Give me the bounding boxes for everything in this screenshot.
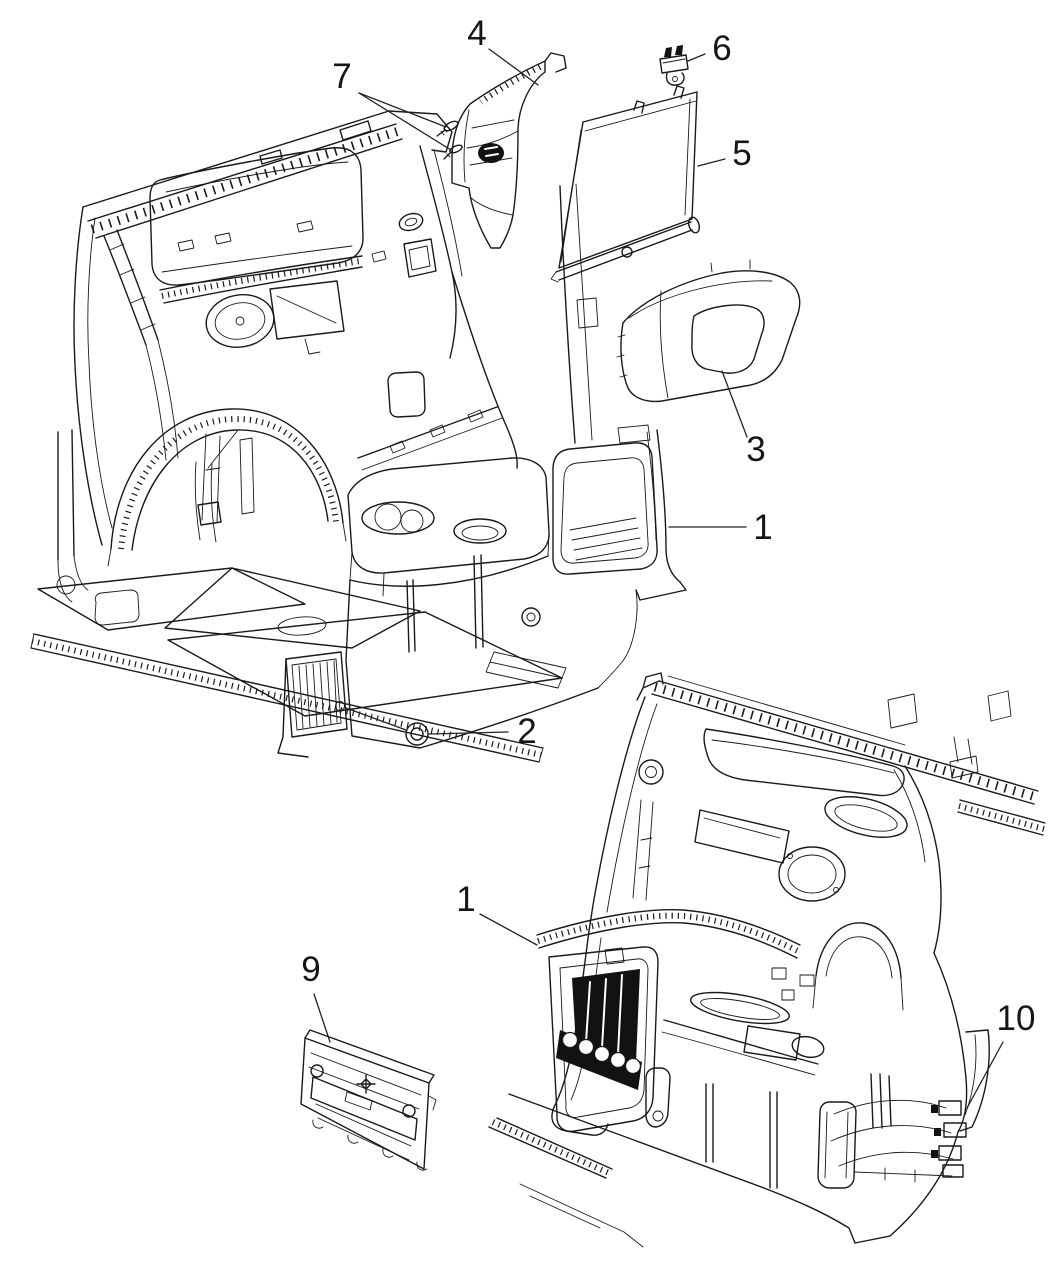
roof-rail bbox=[82, 110, 453, 239]
clip-tabs bbox=[177, 220, 387, 263]
callout-5-label: 5 bbox=[732, 134, 751, 173]
pillar-trim-pocket bbox=[478, 143, 504, 163]
upper-shelf bbox=[357, 371, 503, 471]
pillar-bin bbox=[403, 238, 437, 278]
grab-oval-b bbox=[824, 796, 908, 838]
callout-10-label: 10 bbox=[997, 999, 1036, 1038]
callout-labels: 4 7 6 5 3 1 2 1 9 10 bbox=[301, 14, 1035, 1038]
roof-rail-b bbox=[636, 672, 1039, 805]
body-structure bbox=[194, 429, 255, 543]
right-quarter-trim-assembly-drawing bbox=[488, 672, 1046, 1248]
vent-grille bbox=[277, 651, 348, 758]
left-pillar-trim bbox=[103, 229, 179, 461]
leader-1-lower bbox=[479, 913, 538, 946]
panel-b-bottom-edge bbox=[508, 1093, 856, 1244]
leader-3 bbox=[721, 370, 748, 438]
leader-7a bbox=[358, 92, 447, 128]
inner-bracket bbox=[269, 280, 345, 355]
leader-9 bbox=[313, 993, 331, 1043]
rear-deck-rails bbox=[771, 690, 1046, 1001]
callout-6-label: 6 bbox=[712, 29, 731, 68]
floor-panels bbox=[30, 429, 567, 763]
quarter-window-frame bbox=[552, 424, 687, 601]
d-pillar-structure bbox=[559, 183, 599, 444]
wheel-arch bbox=[107, 408, 347, 567]
mounting-screws-part bbox=[436, 120, 463, 160]
speaker-ring-b bbox=[778, 846, 846, 902]
sunshade-roller bbox=[555, 221, 693, 281]
wiring-harness bbox=[817, 1099, 967, 1189]
callout-3-label: 3 bbox=[746, 430, 765, 469]
cup-holder-tray-b bbox=[661, 991, 825, 1076]
callout-4-label: 4 bbox=[467, 14, 486, 53]
inner-bracket-b bbox=[694, 809, 790, 864]
leader-2 bbox=[428, 731, 509, 735]
lower-console-box bbox=[345, 579, 638, 749]
window-sunshade-part bbox=[550, 85, 701, 283]
emblem bbox=[356, 1074, 376, 1094]
right-pillar-b bbox=[904, 765, 942, 954]
leader-6 bbox=[687, 53, 706, 62]
callout-1-lower-label: 1 bbox=[456, 880, 475, 919]
sill-rail-b bbox=[536, 909, 801, 965]
trim-window-opening-b bbox=[548, 946, 671, 1133]
wheel-arch-b bbox=[812, 922, 904, 1011]
callout-7-label: 7 bbox=[332, 57, 351, 96]
grommet-plug-part bbox=[405, 722, 429, 746]
mid-rail bbox=[159, 255, 363, 304]
panel-b-left-slope bbox=[588, 696, 646, 932]
leader-2b bbox=[345, 707, 407, 731]
leader-4 bbox=[488, 48, 539, 86]
c-pillar-trim-part bbox=[451, 52, 567, 249]
armrest-bolster-part bbox=[616, 259, 801, 403]
leader-5 bbox=[697, 158, 726, 167]
retainer-clip-part bbox=[659, 45, 689, 86]
callout-2-label: 2 bbox=[517, 712, 536, 751]
grab-handle-opening bbox=[398, 212, 424, 232]
tailgate-sill bbox=[488, 1117, 644, 1248]
handle-opening-b bbox=[638, 759, 664, 785]
scuff-plate-part bbox=[300, 1029, 437, 1171]
callout-9-label: 9 bbox=[301, 950, 320, 989]
panel-left-edge bbox=[73, 206, 103, 546]
body-window-opening bbox=[149, 147, 364, 286]
leader-10 bbox=[966, 1041, 1004, 1109]
leader-lines bbox=[313, 48, 1004, 1109]
left-quarter-trim-assembly-drawing bbox=[30, 110, 687, 763]
leader-7b bbox=[358, 92, 452, 151]
callout-1-upper-label: 1 bbox=[753, 508, 772, 547]
speaker-opening bbox=[205, 294, 275, 348]
body-window-opening-b bbox=[703, 728, 905, 797]
panel-face-slots bbox=[406, 554, 541, 653]
cup-holder-console bbox=[347, 457, 550, 597]
panel-face-slots-b bbox=[705, 1073, 892, 1189]
